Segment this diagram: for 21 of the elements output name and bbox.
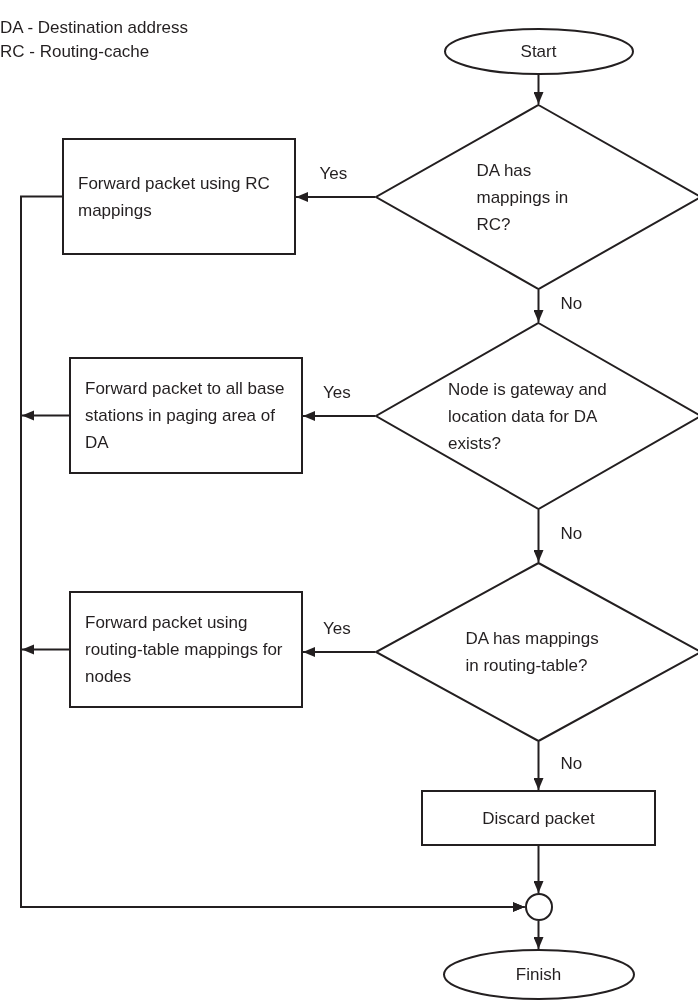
node-text: Start: [520, 41, 557, 63]
terminal-oval: [442, 949, 635, 1000]
node-text: Forward packet to all base stations in paging area of DA: [85, 378, 286, 454]
node-text: DA has mappings in routing-table?: [465, 628, 600, 677]
legend-note: RC - Routing-cache: [0, 42, 150, 62]
decision-diamond: [375, 104, 698, 290]
node-text: Node is gateway and location data for DA exists?: [448, 378, 608, 455]
process-box: [421, 790, 656, 846]
decision-diamond: [375, 322, 698, 510]
process-box: [69, 357, 303, 474]
node-text: Discard packet: [482, 807, 595, 830]
process-box: [69, 591, 303, 708]
node-text: DA has mappings in RC?: [476, 159, 570, 236]
legend-note: DA - Destination address: [0, 18, 189, 38]
node-text: Finish: [515, 964, 562, 986]
terminal-oval: [443, 28, 634, 75]
node-text: Forward packet using routing-table mappings for nodes: [85, 612, 284, 688]
node-text: Forward packet using RC mappings: [78, 172, 271, 222]
connector-circle: [524, 893, 553, 921]
decision-diamond: [375, 562, 698, 742]
process-box: [62, 138, 296, 255]
